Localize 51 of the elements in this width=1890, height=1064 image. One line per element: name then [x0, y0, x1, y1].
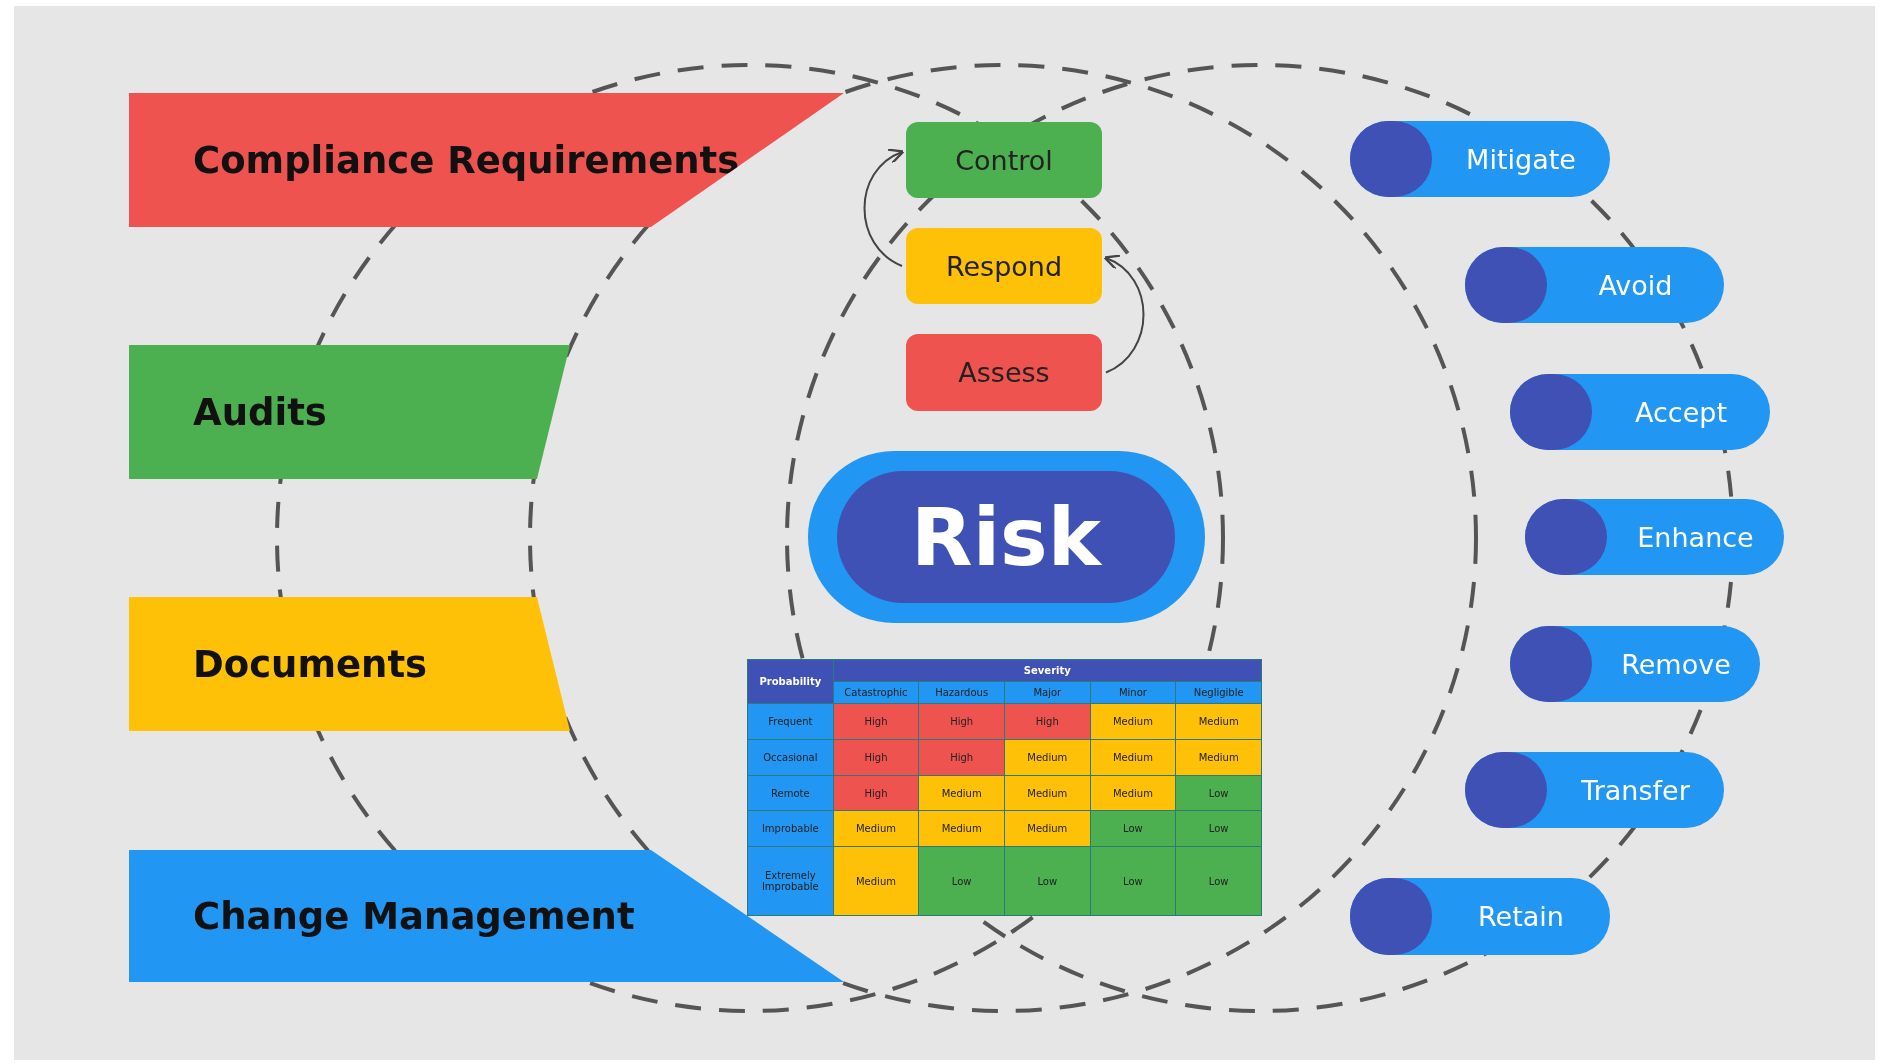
risk-label: Risk — [837, 471, 1175, 603]
risk-level-cell: Low — [1175, 846, 1262, 916]
step-box: Assess — [906, 334, 1102, 411]
category-band — [129, 345, 570, 479]
risk-level-cell: Medium — [1175, 739, 1262, 776]
pill-label: Enhance — [1636, 520, 1755, 555]
risk-level-cell: Medium — [918, 775, 1005, 811]
risk-level-cell: Medium — [1004, 739, 1091, 776]
band-label: Compliance Requirements — [193, 138, 740, 182]
risk-level-cell: Medium — [1004, 775, 1091, 811]
curved-arrow — [1103, 256, 1145, 374]
row-header-cell: Remote — [747, 775, 834, 811]
row-header-cell: Frequent — [747, 703, 834, 740]
risk-level-cell: Medium — [1090, 703, 1176, 740]
pill-label: Avoid — [1597, 268, 1674, 303]
category-band — [129, 597, 570, 731]
band-label: Change Management — [193, 894, 635, 938]
risk-level-cell: High — [1004, 703, 1091, 740]
risk-level-cell: Low — [1004, 846, 1091, 916]
risk-level-cell: Low — [1175, 811, 1262, 847]
risk-level-cell: Low — [1090, 811, 1176, 847]
risk-level-cell: High — [918, 739, 1005, 776]
risk-level-cell: Medium — [1090, 739, 1176, 776]
risk-level-cell: High — [918, 703, 1005, 740]
pill-label: Mitigate — [1465, 142, 1577, 177]
risk-level-cell: High — [833, 703, 919, 740]
table-header-cell: Probability — [747, 659, 834, 704]
step-box: Respond — [906, 228, 1102, 304]
step-box: Control — [906, 122, 1102, 198]
risk-level-cell: Low — [918, 846, 1005, 916]
risk-level-cell: High — [833, 775, 919, 811]
row-header-cell: Occasional — [747, 739, 834, 776]
risk-level-cell: High — [833, 739, 919, 776]
row-header-cell: Extremely Improbable — [747, 846, 834, 916]
risk-level-cell: Low — [1090, 846, 1176, 916]
band-label: Documents — [193, 642, 428, 686]
row-header-cell: Improbable — [747, 811, 834, 847]
risk-level-cell: Medium — [1004, 811, 1091, 847]
pill-label: Transfer — [1580, 773, 1691, 808]
risk-level-cell: Medium — [833, 811, 919, 847]
risk-level-cell: Medium — [1090, 775, 1176, 811]
risk-level-cell: Medium — [918, 811, 1005, 847]
risk-level-cell: Low — [1175, 775, 1262, 811]
pill-label: Retain — [1477, 900, 1565, 934]
pill-label: Remove — [1620, 647, 1732, 682]
curved-arrow — [863, 150, 905, 267]
table-header-cell: Severity — [833, 659, 1262, 682]
risk-level-cell: Medium — [833, 846, 919, 916]
band-label: Audits — [193, 390, 327, 434]
pill-label: Accept — [1634, 395, 1728, 430]
risk-level-cell: Medium — [1175, 703, 1262, 740]
